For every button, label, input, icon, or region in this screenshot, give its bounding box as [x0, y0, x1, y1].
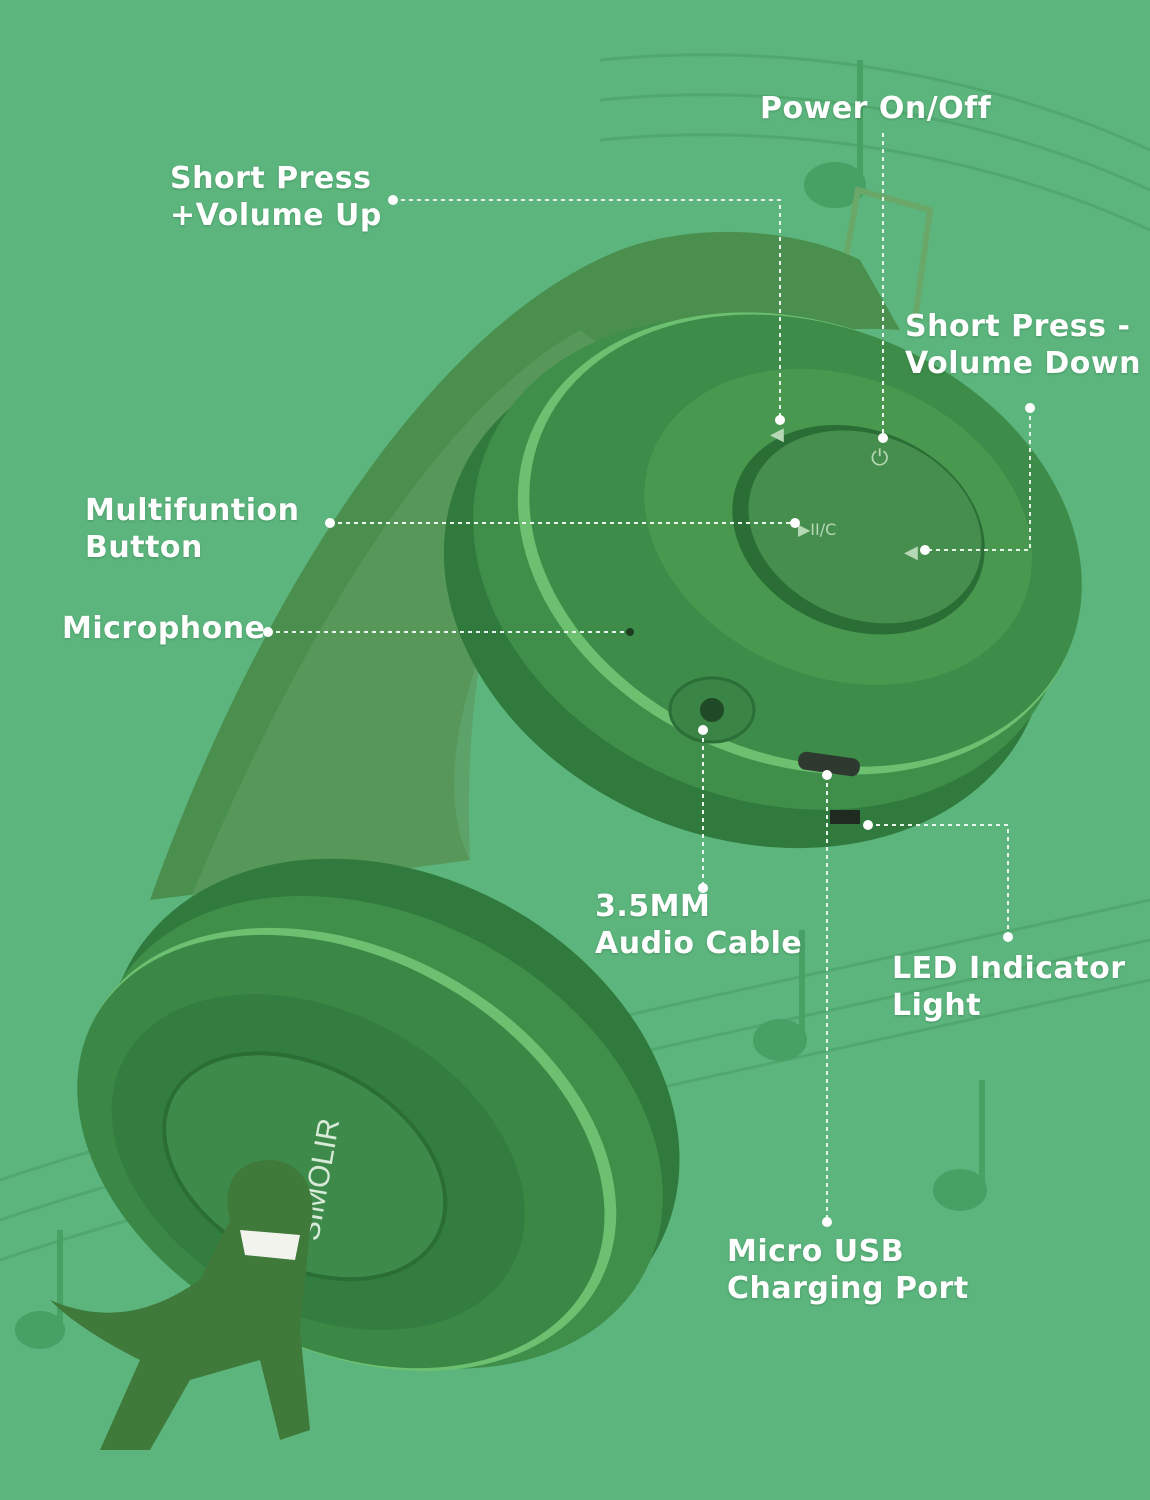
label-line: Short Press — [170, 161, 372, 196]
dinosaur-figure — [50, 1160, 313, 1450]
leader-lines — [268, 133, 1031, 1222]
label-line: Power On/Off — [760, 91, 992, 126]
label-volume-down: Short Press -Volume Down — [905, 308, 1141, 382]
label-line: LED Indicator — [892, 951, 1126, 986]
power-icon: ⏻ — [871, 446, 888, 471]
audio-jack-port — [668, 676, 756, 744]
label-line: Short Press - — [905, 309, 1131, 344]
label-line: Light — [892, 988, 982, 1023]
usb-port — [798, 751, 860, 777]
volume-down-icon: ◀ — [904, 542, 918, 563]
label-line: Multifuntion — [85, 493, 300, 528]
label-volume-up: Short Press+Volume Up — [170, 160, 382, 234]
music-note-icon — [15, 60, 987, 1349]
label-line: Audio Cable — [595, 926, 803, 961]
label-line: Charging Port — [727, 1271, 969, 1306]
led-indicator — [830, 810, 860, 824]
label-line: Micro USB — [727, 1234, 905, 1269]
label-microphone: Microphone — [62, 610, 265, 647]
label-line: Volume Down — [905, 346, 1141, 381]
label-line: 3.5MM — [595, 889, 711, 924]
leader-dots — [263, 195, 1035, 1227]
label-power: Power On/Off — [760, 90, 991, 127]
left-ear-cup — [77, 858, 680, 1371]
volume-up-icon: ◀ — [770, 424, 784, 445]
right-ear-cup — [443, 312, 1082, 849]
play-pause-icon: ▶II/C — [798, 520, 836, 539]
label-line: Microphone — [62, 611, 266, 646]
label-line: Button — [85, 530, 203, 565]
headband-slider — [837, 186, 934, 321]
label-line: +Volume Up — [170, 198, 382, 233]
